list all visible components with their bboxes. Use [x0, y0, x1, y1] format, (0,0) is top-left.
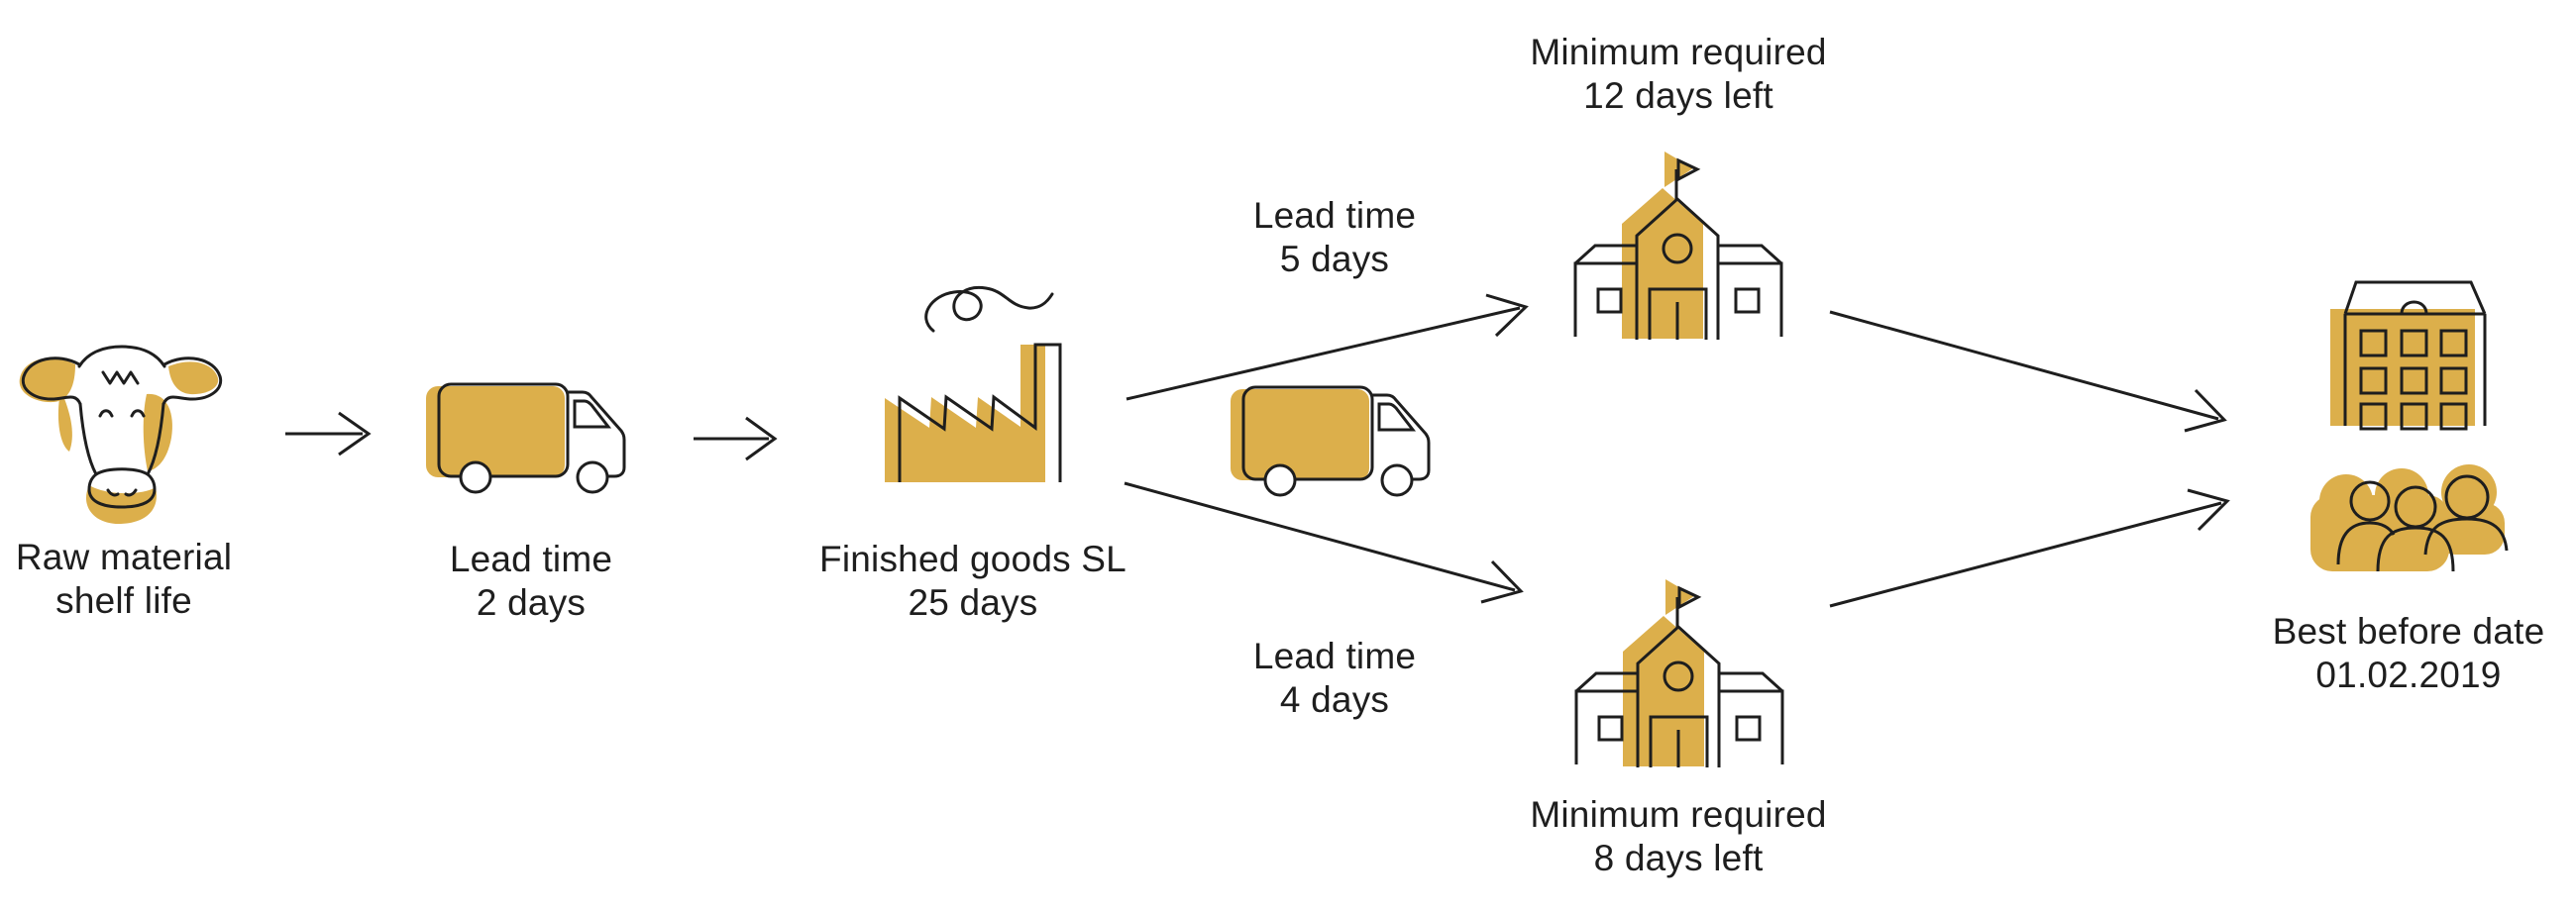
upper-route-label: Lead time 5 days: [1253, 194, 1416, 281]
arrow-truck-to-factory: [694, 416, 778, 461]
arrow-factory-to-bottom-warehouse: [1124, 481, 1524, 604]
raw-material-label-line2: shelf life: [55, 580, 192, 621]
warehouse-top-label-line2: 12 days left: [1583, 75, 1773, 116]
first-transport-label-line1: Lead time: [449, 539, 613, 579]
warehouse-icon: [1574, 577, 1784, 769]
upper-route-label-line1: Lead time: [1252, 195, 1417, 236]
arrow-factory-to-top-warehouse: [1126, 293, 1529, 401]
arrow-bottom-warehouse-to-consumer: [1829, 488, 2230, 608]
cow-icon: [19, 345, 223, 525]
delivery-truck-icon: [1229, 385, 1431, 497]
upper-route-label-line2: 5 days: [1279, 239, 1390, 279]
raw-material-label: Raw material shelf life: [16, 536, 232, 623]
arrow-cow-to-truck: [285, 411, 372, 457]
lower-route-label-line2: 4 days: [1279, 679, 1390, 720]
warehouse-bottom-label-line2: 8 days left: [1593, 838, 1764, 878]
first-transport-label-line2: 2 days: [476, 582, 587, 623]
consumer-label-line1: Best before date: [2272, 611, 2545, 652]
consumer-label: Best before date 01.02.2019: [2273, 610, 2545, 697]
first-transport-label: Lead time 2 days: [450, 538, 612, 625]
apartment-building-icon: [2330, 280, 2487, 431]
factory-label-line2: 25 days: [908, 582, 1038, 623]
lower-route-label-line1: Lead time: [1252, 636, 1417, 676]
people-group-icon: [2310, 464, 2509, 572]
warehouse-top-label: Minimum required 12 days left: [1530, 31, 1826, 118]
factory-label-line1: Finished goods SL: [819, 539, 1127, 579]
warehouse-icon: [1573, 150, 1783, 342]
warehouse-bottom-label-line1: Minimum required: [1530, 794, 1827, 835]
factory-icon: [885, 285, 1062, 482]
lower-route-label: Lead time 4 days: [1253, 635, 1416, 722]
warehouse-top-label-line1: Minimum required: [1530, 32, 1827, 72]
warehouse-bottom-label: Minimum required 8 days left: [1530, 793, 1826, 880]
raw-material-label-line1: Raw material: [15, 537, 233, 577]
arrow-top-warehouse-to-consumer: [1829, 310, 2227, 433]
factory-label: Finished goods SL 25 days: [819, 538, 1127, 625]
consumer-label-line2: 01.02.2019: [2315, 655, 2502, 695]
delivery-truck-icon: [424, 382, 626, 494]
